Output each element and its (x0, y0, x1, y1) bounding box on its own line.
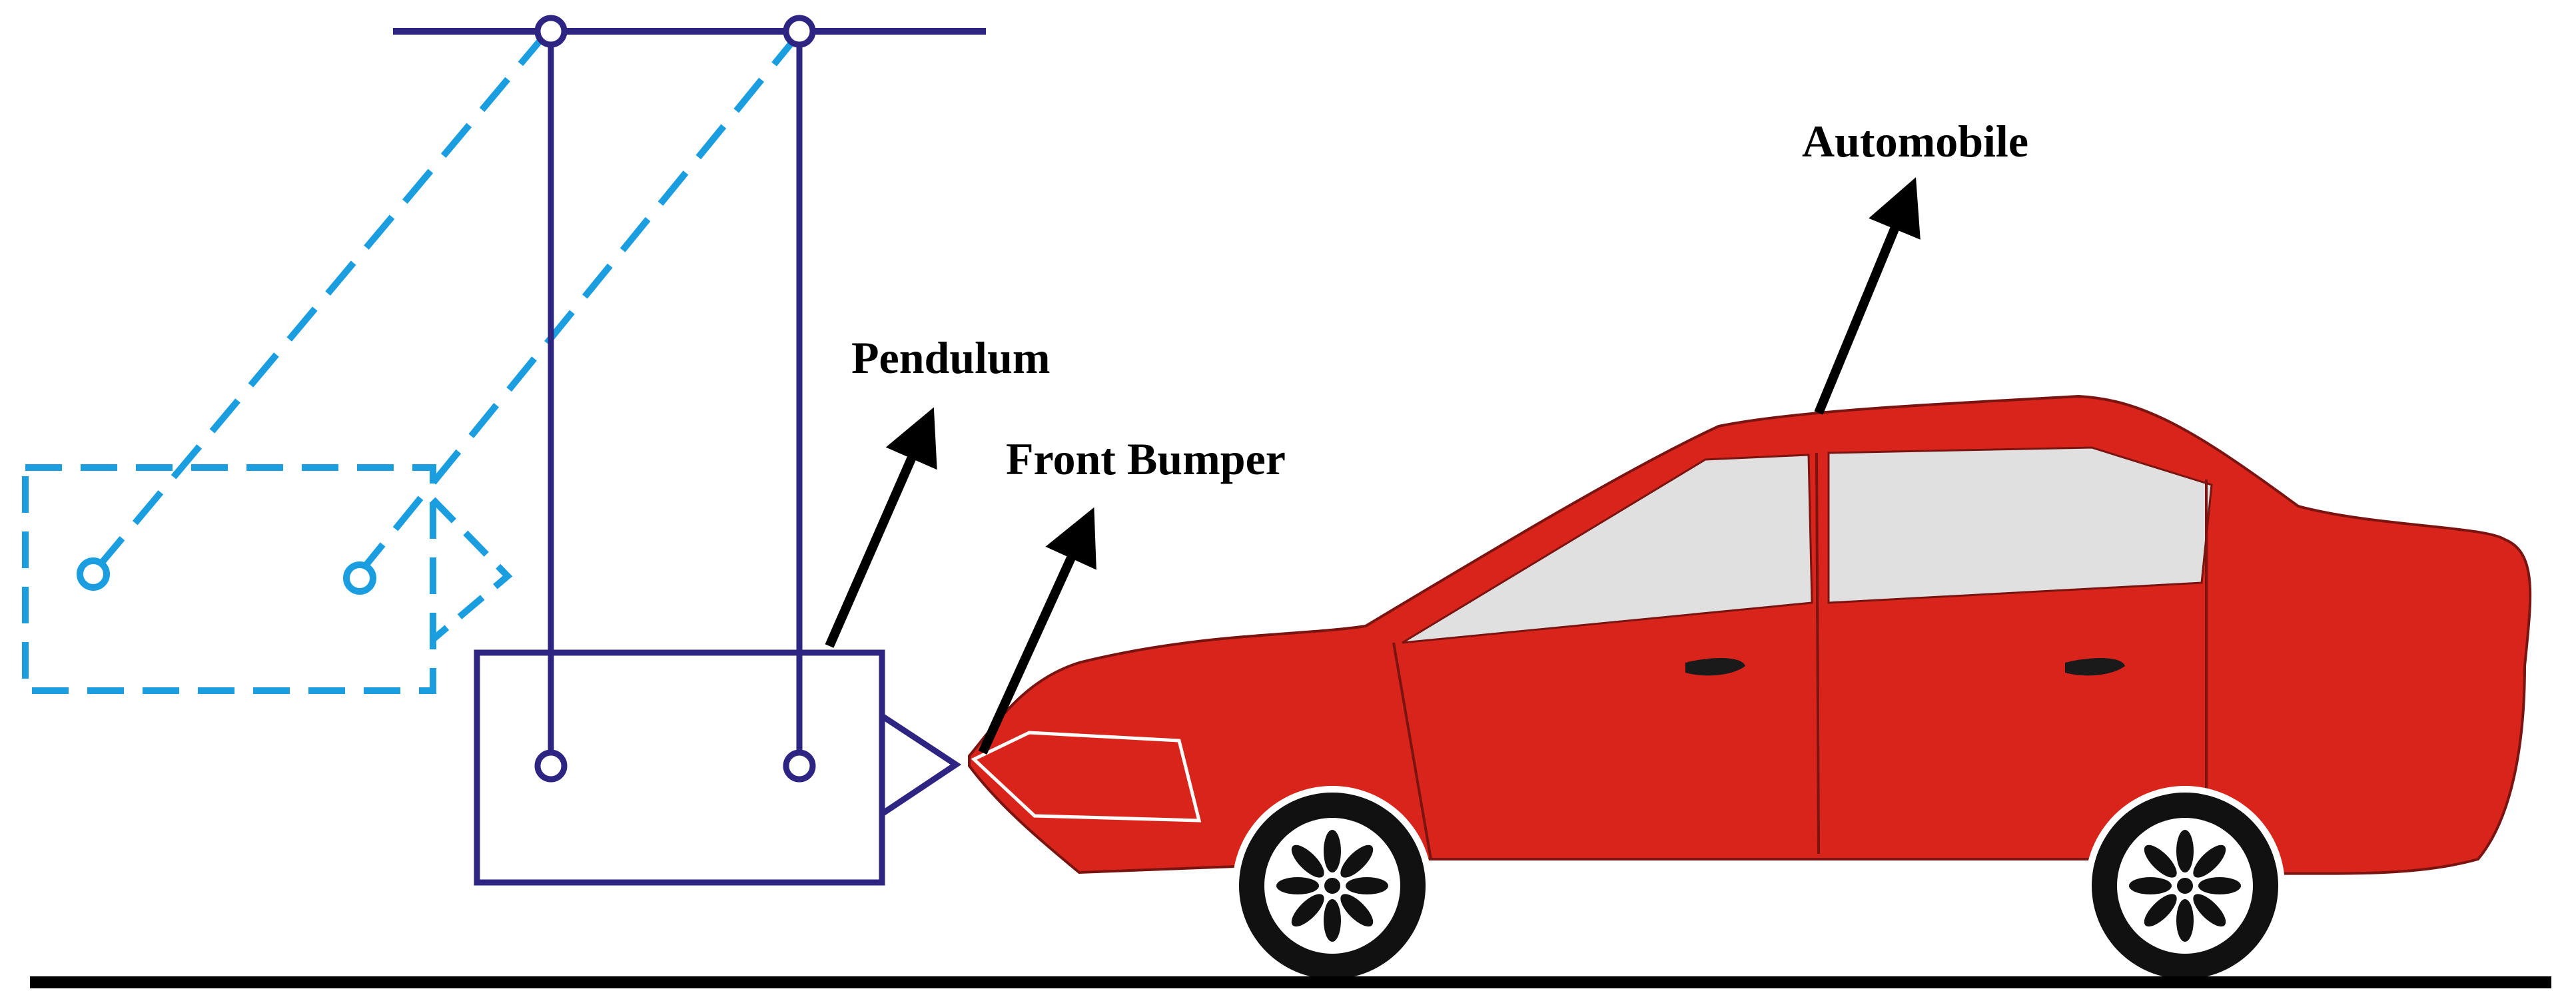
pendulum-label: Pendulum (851, 332, 1051, 383)
wheel-icon (1232, 786, 1432, 986)
front-bumper-label: Front Bumper (1006, 434, 1286, 484)
front-window (1402, 454, 1813, 644)
door-seam-middle (1815, 452, 1820, 854)
pendulum-swing-icon (22, 31, 802, 694)
wheel-icon (2085, 786, 2285, 986)
door-handle-front (1685, 658, 1745, 676)
front-bumper-arrow (978, 507, 1096, 755)
automobile-label: Automobile (1802, 116, 2028, 167)
rear-window (1827, 446, 2213, 604)
door-handle-rear (2065, 658, 2125, 676)
car-icon (968, 394, 2532, 876)
door-seam-front (1392, 642, 1432, 860)
front-bumper (971, 731, 1202, 823)
pendulum-arrow (825, 407, 937, 648)
automobile-arrow (1814, 177, 1921, 415)
pendulum-icon (474, 15, 962, 886)
